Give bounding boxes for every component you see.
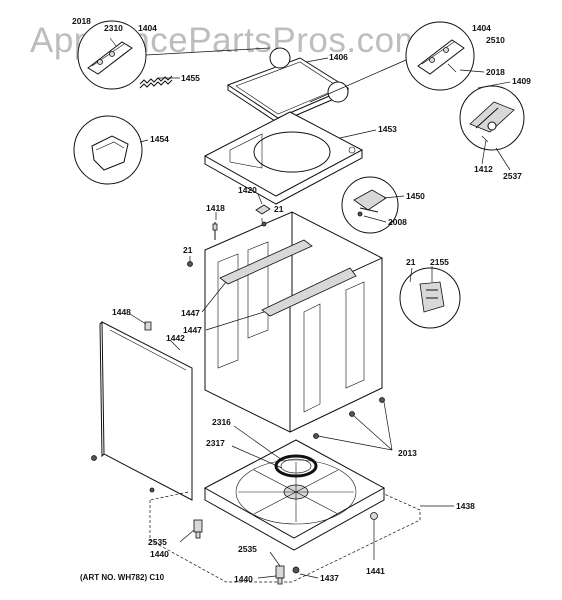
label-2537: 2537 — [503, 171, 522, 181]
base-part — [203, 439, 386, 551]
label-1454: 1454 — [150, 134, 169, 144]
label-21-right: 21 — [406, 257, 416, 267]
label-2008: 2008 — [388, 217, 407, 227]
label-1442: 1442 — [166, 333, 185, 343]
label-1418: 1418 — [206, 203, 225, 213]
label-21-top: 21 — [274, 204, 284, 214]
pin-part — [144, 321, 152, 331]
detail-circle-lid-lock — [399, 267, 461, 329]
label-1437: 1437 — [320, 573, 339, 583]
label-2155: 2155 — [430, 257, 449, 267]
label-1447-lower: 1447 — [183, 325, 202, 335]
label-2018: 2018 — [72, 16, 91, 26]
label-2013: 2013 — [398, 448, 417, 458]
label-1404-right: 1404 — [472, 23, 491, 33]
label-2535-bottom: 2535 — [238, 544, 257, 554]
label-1412: 1412 — [474, 164, 493, 174]
connector-line — [309, 59, 407, 103]
art-number: (ART NO. WH782) C10 — [80, 573, 165, 582]
label-1450: 1450 — [406, 191, 425, 201]
top-cover-part — [203, 111, 364, 205]
lid-part — [226, 47, 350, 124]
label-2317: 2317 — [206, 438, 225, 448]
label-2510: 2510 — [486, 35, 505, 45]
label-1455: 1455 — [181, 73, 200, 83]
label-1409: 1409 — [512, 76, 531, 86]
brace-part — [219, 239, 357, 317]
clip-part — [255, 204, 271, 215]
front-panel-part — [99, 321, 193, 501]
label-2018-right: 2018 — [486, 67, 505, 77]
label-1406: 1406 — [329, 52, 348, 62]
screws-2013 — [313, 397, 385, 439]
label-1440-left: 1440 — [150, 549, 169, 559]
detail-circle-dispenser — [73, 115, 143, 185]
label-1447-upper: 1447 — [181, 308, 200, 318]
label-21-left: 21 — [183, 245, 193, 255]
dashed-outline — [149, 493, 421, 583]
spring-part — [139, 75, 173, 89]
screw — [149, 487, 155, 493]
detail-circle-hinge — [459, 85, 525, 151]
label-2535-left: 2535 — [148, 537, 167, 547]
connector-line — [145, 47, 271, 56]
label-2316: 2316 — [212, 417, 231, 427]
label-1420: 1420 — [238, 185, 257, 195]
seal-ring-part — [274, 454, 318, 478]
label-2310: 2310 — [104, 23, 123, 33]
screw — [91, 455, 97, 461]
label-1453: 1453 — [378, 124, 397, 134]
label-1441: 1441 — [366, 566, 385, 576]
label-1440-bottom: 1440 — [234, 574, 253, 584]
label-1404: 1404 — [138, 23, 157, 33]
dashed-outline — [149, 491, 189, 501]
detail-circle-top-right — [405, 21, 475, 91]
label-1448: 1448 — [112, 307, 131, 317]
label-1438: 1438 — [456, 501, 475, 511]
leader-lines — [129, 57, 511, 579]
